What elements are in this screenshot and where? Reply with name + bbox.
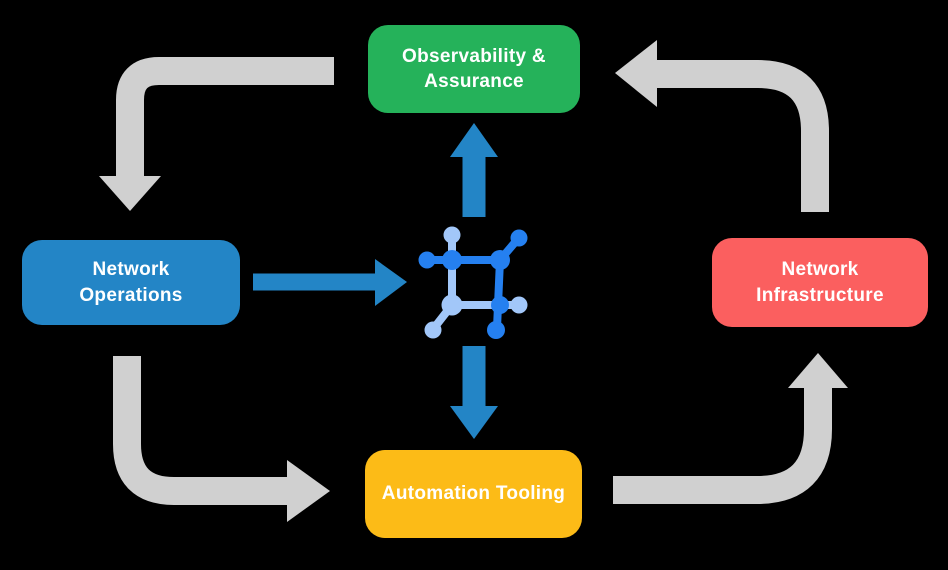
icon-joint — [490, 250, 510, 270]
icon-joint — [441, 294, 463, 316]
icon-node — [510, 296, 528, 314]
icon-node — [424, 321, 442, 339]
icon-node — [418, 251, 436, 269]
arrow-head-down — [450, 406, 498, 439]
cycle-arrow-bottom-to-right — [613, 353, 848, 504]
flow-arrow-center-to-top — [450, 123, 498, 217]
icon-node — [487, 321, 505, 339]
arrow-head-up — [450, 123, 498, 157]
flow-arrow-center-to-bottom — [450, 346, 498, 439]
arrow-head-down — [99, 176, 161, 211]
icon-joint — [491, 296, 509, 314]
cycle-arrow-left-to-bottom — [113, 356, 330, 522]
arrow-shaft — [116, 57, 334, 179]
node-network-operations: Network Operations — [22, 240, 240, 325]
node-automation-tooling: Automation Tooling — [365, 450, 582, 538]
icon-joint — [442, 250, 462, 270]
arrow-shaft — [613, 386, 832, 504]
arrow-head-right — [287, 460, 330, 522]
icon-line — [493, 256, 504, 332]
node-label: Network Infrastructure — [756, 259, 884, 306]
flow-arrow-left-to-center — [253, 259, 407, 306]
network-mesh-icon — [418, 226, 528, 339]
icon-node — [510, 229, 528, 247]
node-label: Observability & Assurance — [402, 45, 546, 92]
arrow-head-right — [375, 259, 407, 306]
arrow-head-left — [615, 40, 657, 107]
cycle-arrow-top-to-left — [99, 57, 334, 211]
network-mesh-icon-light-parts — [424, 226, 528, 339]
network-mesh-icon-dark-parts — [418, 229, 528, 339]
cycle-arrow-right-to-top — [615, 40, 829, 212]
node-label: Network Operations — [79, 259, 183, 306]
node-network-infrastructure: Network Infrastructure — [712, 238, 928, 327]
node-label: Automation Tooling — [381, 483, 566, 505]
arrow-shaft — [655, 60, 829, 212]
node-observability-assurance: Observability & Assurance — [368, 25, 580, 113]
arrow-head-up — [788, 353, 848, 388]
arrow-shaft — [113, 356, 290, 505]
icon-node — [443, 226, 461, 244]
